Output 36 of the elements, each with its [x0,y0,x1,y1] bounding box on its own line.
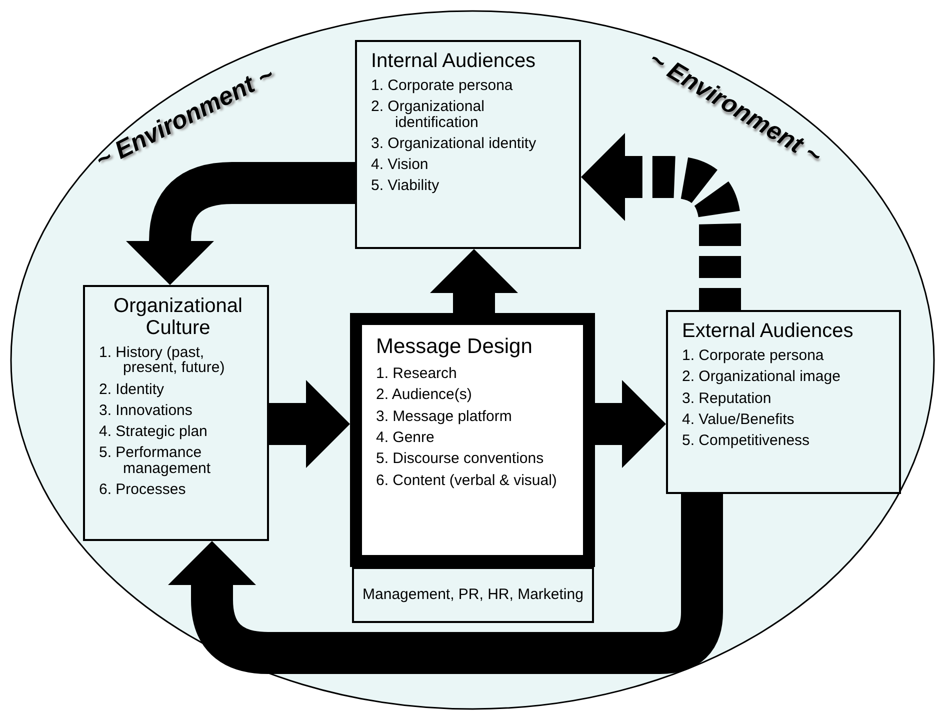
block-arrow [126,162,355,285]
list-item: 1. Corporate persona [682,348,825,364]
box-heading: Internal Audiences [371,50,537,72]
list-item: 4. Vision [371,157,430,172]
list-item: 3. Innovations [99,402,194,418]
box-heading: External Audiences [682,320,854,342]
list-item: 3. Organizational identity [371,136,538,152]
list-item: 4. Strategic plan [99,424,208,440]
box-heading: Message Design [376,335,534,358]
list-item: 2. Identity [99,382,166,397]
list-item: 3. Message platform [376,408,513,424]
list-item: 2. Organizational identification [371,99,486,130]
list-item: 6. Content (verbal & visual) [376,472,558,488]
list-item: 5. Viability [371,178,440,194]
audience-box [83,285,269,541]
list-item: 1. Research [376,366,458,382]
list-item: 5. Performance management [99,445,212,476]
list-item: 2. Audience(s) [376,387,473,403]
list-item: 4. Value/Benefits [682,412,796,428]
list-item: 3. Reputation [682,390,772,406]
list-item: 1. Corporate persona [371,78,514,94]
list-item: 2. Organizational image [682,369,842,385]
note-box [352,567,594,623]
list-item: 5. Competitiveness [682,433,811,448]
list-item: 1. History (past, present, future) [99,345,226,376]
environment-ellipse [10,10,935,710]
list-item: 5. Discourse conventions [376,451,545,467]
list-item: 4. Genre [376,430,436,446]
box-heading: Organizational Culture [112,295,244,339]
block-arrow [430,249,518,313]
audience-box [355,40,581,249]
list-item: 6. Processes [99,482,187,498]
block-arrow [269,380,350,468]
note-text: Management, PR, HR, Marketing [362,586,584,604]
audience-box [666,310,901,494]
message-design-box [350,313,595,567]
